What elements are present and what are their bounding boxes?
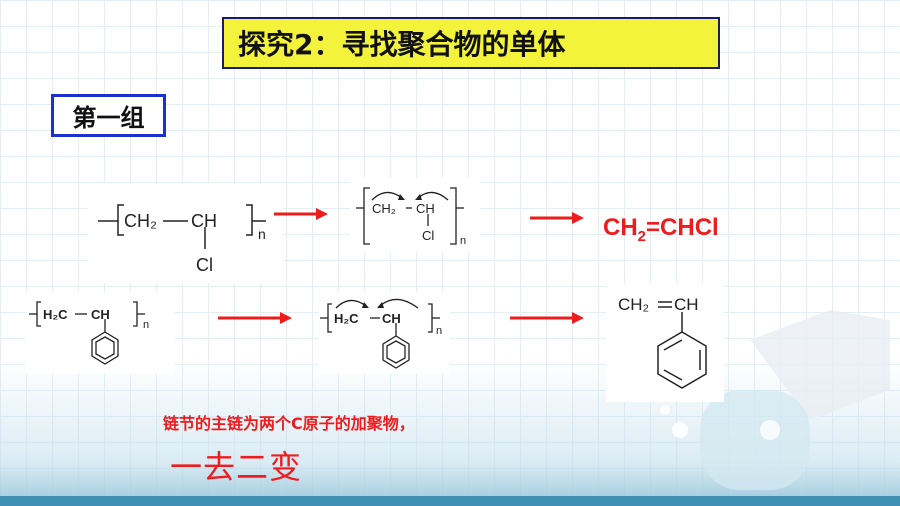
ps-bracket-ch: CH [382,311,401,326]
pvc-bracket-n: n [460,235,466,247]
pvc-bracket-ch: CH [416,201,435,216]
arrow-1a [274,208,328,220]
ps-n-label: n [143,319,149,331]
method-label: 一去二变 [170,448,303,486]
styrene-ch2-label: CH₂ [618,295,649,314]
pvc-n-label: n [258,226,266,242]
pvc-bracket-ch2: CH₂ [372,201,396,216]
polystyrene-bond-break-image: H₂C CH n [318,292,450,374]
lab-illustration [660,310,890,490]
pvc-cl-label: Cl [196,255,213,275]
polymer-note: 链节的主链为两个C原子的加聚物， [163,414,415,433]
styrene-monomer-image: CH₂ CH [606,284,724,402]
bottom-bar [0,496,900,506]
vinyl-chloride-formula: CH2=CHCl [603,214,719,245]
ps-h2c-label: H₂C [43,307,68,322]
pvc-polymer-image: CH₂ CH Cl n [88,183,283,283]
slide-title: 探究2：寻找聚合物的单体 [222,17,720,69]
ps-ch-label: CH [91,307,110,322]
arrow-1b [530,212,584,224]
styrene-ch-label: CH [674,295,699,314]
ps-bracket-n: n [436,325,442,337]
polystyrene-polymer-image: H₂C CH n [25,292,175,374]
ps-bracket-h2c: H₂C [334,311,359,326]
arrow-2a [218,312,292,324]
pvc-bracket-cl: Cl [422,228,434,243]
arrow-2b [510,312,584,324]
group-label: 第一组 [51,94,166,137]
pvc-ch2-label: CH₂ [124,211,157,231]
pvc-ch-label: CH [191,211,217,231]
pvc-bond-break-image: CH₂ CH Cl n [350,178,480,252]
